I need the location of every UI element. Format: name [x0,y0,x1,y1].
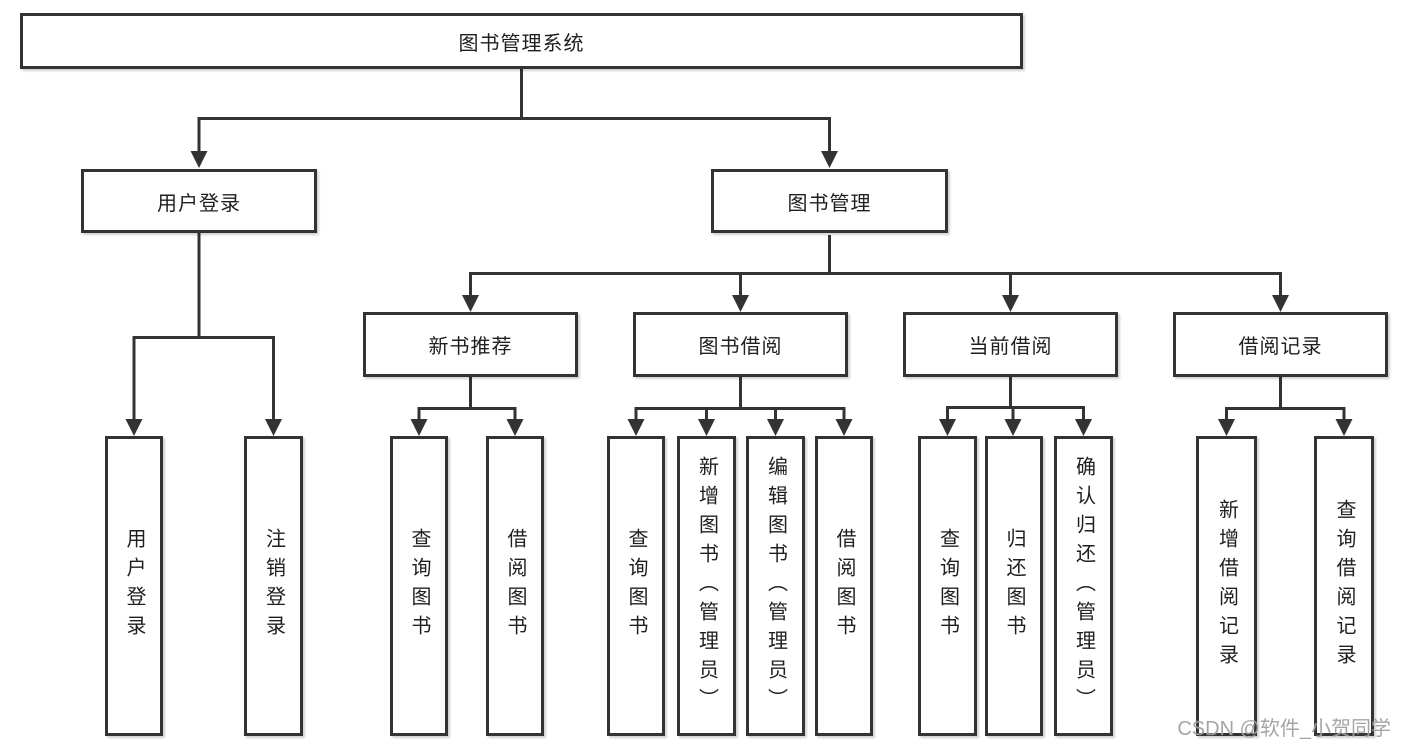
leaf-borrow-add-books-admin-label: 新增图书（管理员） [695,455,718,717]
leaf-newbook-query-books-label: 查询图书 [408,528,430,644]
leaf-user-login-label: 用户登录 [123,528,145,644]
leaf-records-query-record-label: 查询借阅记录 [1333,499,1355,673]
leaf-records-query-record: 查询借阅记录 [1314,436,1374,736]
leaf-borrow-query-books: 查询图书 [607,436,665,736]
node-root-label: 图书管理系统 [458,32,585,55]
node-current-borrow: 当前借阅 [903,312,1118,377]
node-user-login: 用户登录 [81,169,317,233]
leaf-current-query-books-label: 查询图书 [936,528,959,644]
leaf-records-add-record-label: 新增借阅记录 [1215,499,1238,673]
node-user-login-label: 用户登录 [157,192,241,215]
leaf-borrow-edit-books-admin: 编辑图书（管理员） [746,436,805,736]
node-book-management: 图书管理 [711,169,948,233]
leaf-newbook-query-books: 查询图书 [390,436,448,736]
leaf-borrow-borrow-books-label: 借阅图书 [833,528,855,644]
node-borrow-records-label: 借阅记录 [1238,336,1323,358]
leaf-newbook-borrow-books: 借阅图书 [486,436,544,736]
node-book-borrow: 图书借阅 [633,312,848,377]
leaf-logout-label: 注销登录 [262,528,285,644]
node-root: 图书管理系统 [20,13,1023,69]
node-new-book-recommend-label: 新书推荐 [428,336,513,358]
leaf-current-query-books: 查询图书 [918,436,977,736]
node-book-management-label: 图书管理 [787,192,872,215]
leaf-current-confirm-return-admin: 确认归还（管理员） [1054,436,1113,736]
leaf-current-return-books-label: 归还图书 [1003,528,1025,644]
node-current-borrow-label: 当前借阅 [968,336,1053,358]
leaf-borrow-borrow-books: 借阅图书 [815,436,873,736]
csdn-watermark: CSDN @软件_小贺同学 [1177,718,1391,740]
leaf-borrow-add-books-admin: 新增图书（管理员） [677,436,736,736]
leaf-user-login: 用户登录 [105,436,163,736]
leaf-records-add-record: 新增借阅记录 [1196,436,1257,736]
leaf-current-return-books: 归还图书 [985,436,1043,736]
node-new-book-recommend: 新书推荐 [363,312,578,377]
leaf-newbook-borrow-books-label: 借阅图书 [504,528,526,644]
leaf-borrow-query-books-label: 查询图书 [625,528,647,644]
node-book-borrow-label: 图书借阅 [698,336,783,358]
node-borrow-records: 借阅记录 [1173,312,1388,377]
leaf-logout: 注销登录 [244,436,303,736]
leaf-current-confirm-return-admin-label: 确认归还（管理员） [1072,455,1095,717]
leaf-borrow-edit-books-admin-label: 编辑图书（管理员） [764,455,787,717]
